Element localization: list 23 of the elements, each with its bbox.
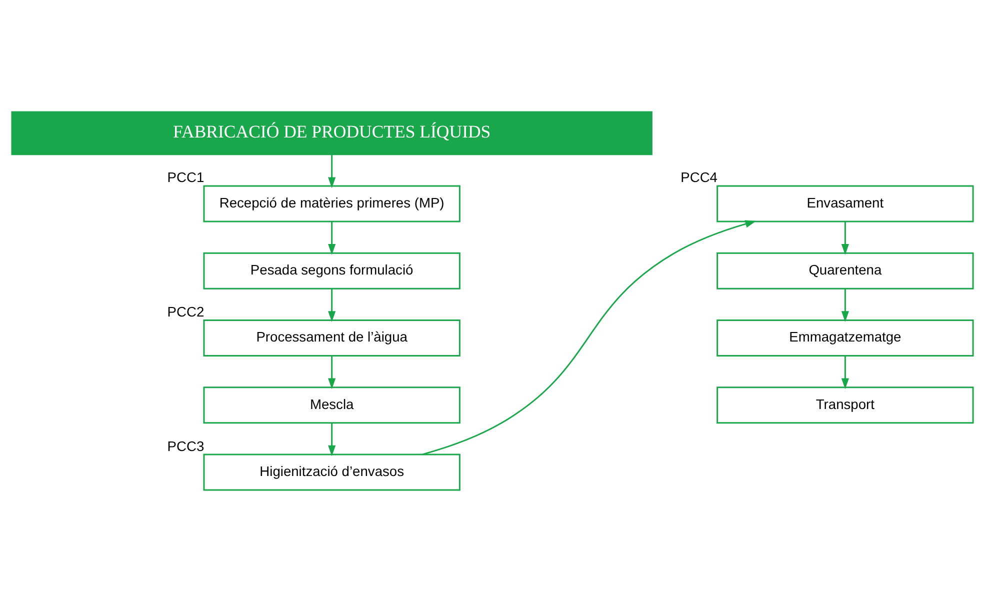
node-box: Pesada segons formulació — [203, 252, 460, 289]
arrow — [328, 288, 336, 322]
arrow — [422, 220, 756, 455]
node-box: Transport — [716, 386, 974, 424]
node-box: Higienització d’envasos — [203, 453, 460, 490]
node-box: Quarentena — [716, 252, 974, 289]
arrow — [328, 154, 336, 188]
arrow — [328, 422, 336, 456]
arrow — [328, 221, 336, 254]
arrow — [841, 288, 849, 322]
arrow — [841, 221, 849, 254]
arrow — [841, 356, 849, 389]
node-box: FABRICACIÓ DE PRODUCTES LÍQUIDS — [11, 110, 652, 155]
node-label: PCC1 — [167, 168, 204, 185]
node-box: Recepció de matèries primeres (MP) — [203, 184, 460, 222]
node-label: PCC2 — [167, 303, 204, 319]
node-box: Emmagatzematge — [716, 319, 974, 356]
node-box: Processament de l’àigua — [203, 319, 460, 356]
node-label: PCC3 — [167, 437, 204, 454]
node-label: PCC4 — [680, 168, 718, 185]
node-box: Envasament — [716, 184, 974, 222]
node-box: Mescla — [203, 386, 460, 424]
arrow — [328, 356, 336, 389]
